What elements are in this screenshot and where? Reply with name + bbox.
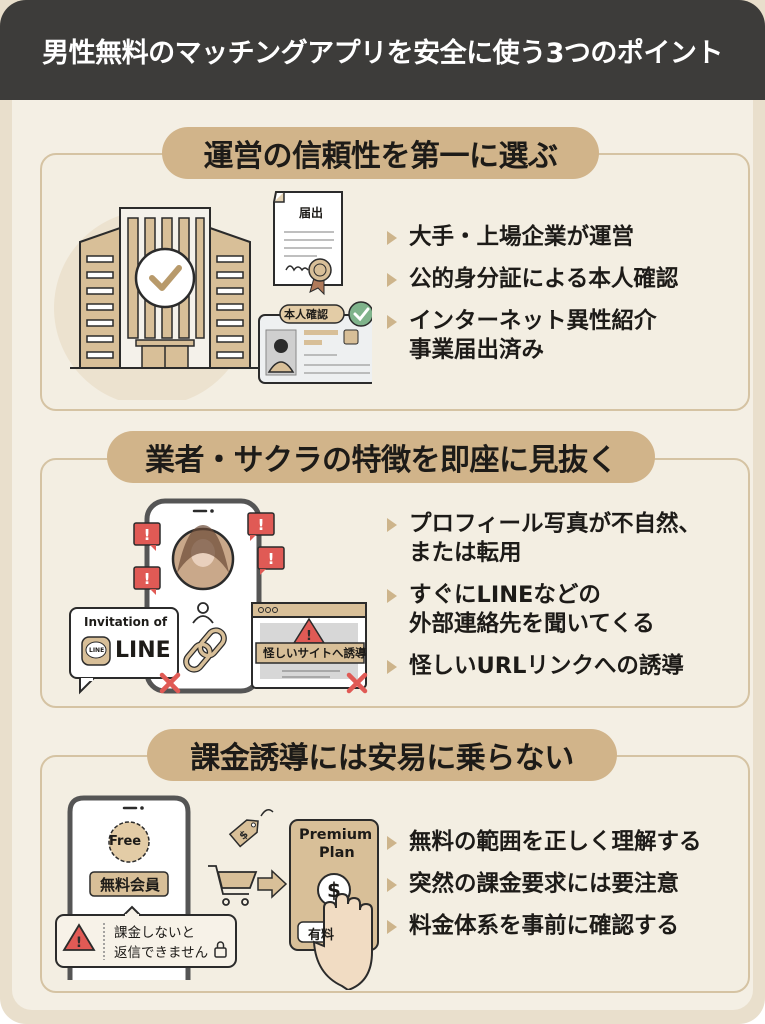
bullet-item: 無料の範囲を正しく理解する	[385, 828, 702, 857]
svg-text:!: !	[268, 550, 275, 568]
free-member-label: 無料会員	[100, 876, 161, 894]
bullet-triangle-icon	[387, 836, 397, 850]
warning-bubble-icon: ! ! ! !	[133, 512, 285, 595]
section-title-pill: 業者・サクラの特徴を即座に見抜く	[107, 431, 655, 483]
svg-text:!: !	[306, 629, 312, 644]
stop-hand-icon	[312, 892, 373, 992]
bullet-item: すぐにLINEなどの 外部連絡先を聞いてくる	[385, 581, 701, 639]
svg-text:!: !	[144, 570, 151, 588]
warning-message-line1: 課金しないと	[114, 925, 195, 941]
bullet-triangle-icon	[387, 920, 397, 934]
svg-text:!: !	[76, 935, 82, 951]
bullet-triangle-icon	[387, 518, 397, 532]
bullet-item: 料金体系を事前に確認する	[385, 912, 702, 941]
price-tag-icon: $	[228, 819, 259, 848]
plan-title-line2: Plan	[319, 845, 355, 861]
section-title-pill: 運営の信頼性を第一に選ぶ	[162, 127, 599, 179]
section-bullets: 大手・上場企業が運営 公的身分証による本人確認 インターネット異性紹介 事業届出…	[385, 223, 678, 378]
cross-mark-icon	[159, 672, 368, 694]
shopping-cart-icon	[208, 865, 258, 906]
illustration-spam: ! ! ! !	[62, 495, 382, 700]
plan-title-line1: Premium	[299, 827, 373, 843]
line-label: LINE	[115, 638, 171, 663]
bullet-item: 公的身分証による本人確認	[385, 265, 678, 294]
warning-message-line2: 返信できません	[114, 945, 209, 961]
paid-label: 有料	[308, 928, 335, 943]
bullet-item: インターネット異性紹介 事業届出済み	[385, 307, 678, 365]
suspicious-site-label: 怪しいサイトへ誘導	[263, 646, 367, 660]
illustration-billing: ! $	[42, 790, 382, 992]
free-badge-icon	[108, 821, 150, 863]
document-label: 届出	[299, 206, 324, 220]
section-title: 運営の信頼性を第一に選ぶ	[203, 139, 559, 174]
plan-dollar-symbol: $	[327, 878, 341, 902]
bullet-triangle-icon	[387, 231, 397, 245]
bullet-triangle-icon	[387, 273, 397, 287]
illustration-operator: 届出 本人確認	[52, 190, 378, 406]
bullet-item: 突然の課金要求には要注意	[385, 870, 702, 899]
bullet-triangle-icon	[387, 315, 397, 329]
section-title-pill: 課金誘導には安易に乗らない	[147, 729, 617, 781]
bullet-triangle-icon	[387, 589, 397, 603]
lock-icon	[214, 941, 227, 958]
bullet-item: 大手・上場企業が運営	[385, 223, 678, 252]
verified-check-icon	[348, 301, 374, 327]
id-verification-badge: 本人確認	[284, 308, 328, 321]
section-bullets: 無料の範囲を正しく理解する 突然の課金要求には要注意 料金体系を事前に確認する	[385, 828, 702, 954]
section-title: 業者・サクラの特徴を即座に見抜く	[145, 443, 618, 478]
check-circle-icon	[134, 247, 196, 309]
bullet-triangle-icon	[387, 878, 397, 892]
bullet-item: プロフィール写真が不自然、 または転用	[385, 510, 701, 568]
header-bar: 男性無料のマッチングアプリを安全に使う3つのポイント	[0, 0, 765, 100]
bullet-item: 怪しいURLリンクへの誘導	[385, 652, 701, 681]
line-invite-caption: Invitation of	[84, 615, 168, 629]
free-badge-text: Free	[109, 834, 142, 849]
svg-text:!: !	[144, 526, 151, 544]
bullet-triangle-icon	[387, 660, 397, 674]
office-building-icon	[54, 191, 378, 406]
arrow-right-icon	[257, 869, 288, 899]
section-title: 課金誘導には安易に乗らない	[190, 741, 574, 776]
line-logo-text: LINE	[89, 647, 105, 654]
warning-triangle-icon	[62, 923, 96, 951]
page-title: 男性無料のマッチングアプリを安全に使う3つのポイント	[42, 37, 723, 69]
svg-text:!: !	[258, 516, 265, 534]
section-bullets: プロフィール写真が不自然、 または転用 すぐにLINEなどの 外部連絡先を聞いて…	[385, 510, 701, 694]
content-area: 運営の信頼性を第一に選ぶ	[12, 100, 753, 1010]
